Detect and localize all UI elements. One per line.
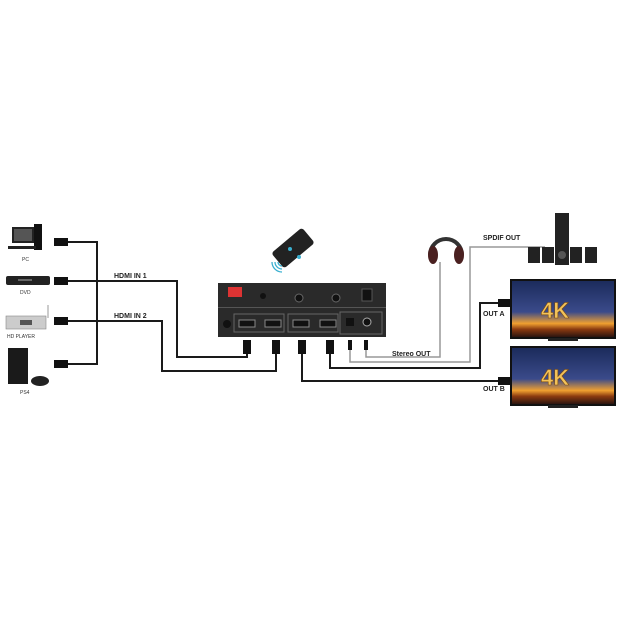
out-a-cable xyxy=(329,302,510,369)
dvd-player-icon xyxy=(6,276,50,285)
hdmi-switch-device xyxy=(218,283,386,337)
hd-player-icon xyxy=(5,305,49,330)
tv-out-a: 4K xyxy=(510,279,616,341)
tv-4k-badge: 4K xyxy=(541,365,569,390)
ps4-console-icon xyxy=(8,348,49,386)
source-label: PC xyxy=(22,257,29,263)
source-label: PS4 xyxy=(20,390,30,396)
tv-out-b: 4K xyxy=(510,346,616,408)
out-b-label: OUT B xyxy=(483,386,505,393)
spdif-cable xyxy=(349,246,545,363)
hdmi-in2-label: HDMI IN 2 xyxy=(114,313,147,320)
wireless-signal-icon xyxy=(271,261,283,273)
pc-icon xyxy=(8,224,42,250)
source-label: HD PLAYER xyxy=(7,334,35,340)
remote-control-icon xyxy=(272,228,314,268)
spdif-out-label: SPDIF OUT xyxy=(483,235,521,242)
headphones-icon xyxy=(428,237,464,264)
hdmi-in1-label: HDMI IN 1 xyxy=(114,273,147,280)
speaker-system-icon xyxy=(528,213,597,265)
source-plugs xyxy=(54,238,68,368)
tv-4k-badge: 4K xyxy=(541,298,569,323)
switch-plugs xyxy=(243,340,368,354)
stereo-out-label: Stereo OUT xyxy=(392,351,431,358)
source-label: DVD xyxy=(20,290,31,296)
out-a-label: OUT A xyxy=(483,311,505,318)
hdmi-in2-cable xyxy=(97,320,277,372)
